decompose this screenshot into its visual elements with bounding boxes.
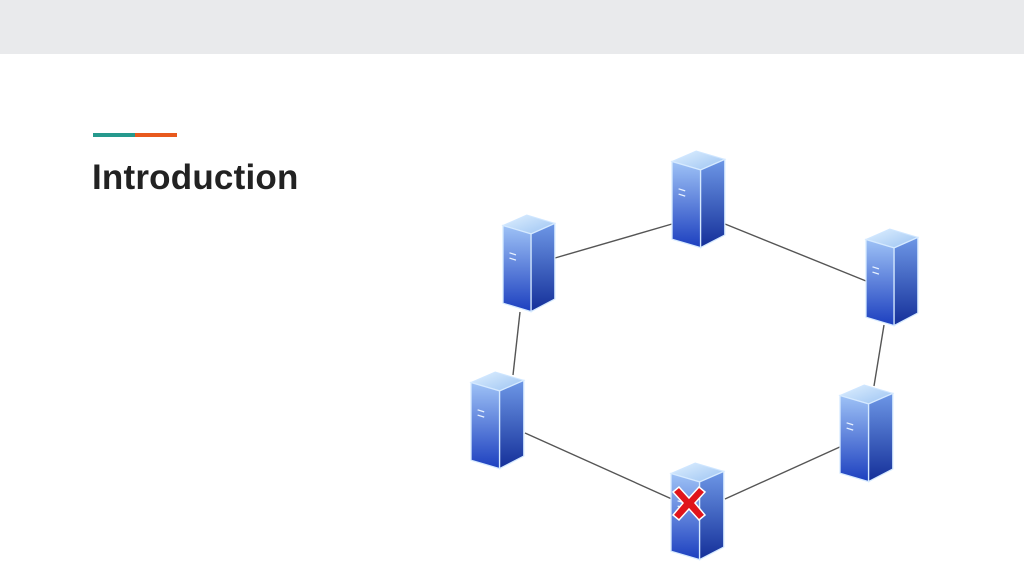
server-icon (470, 371, 525, 470)
link-upper-left-top (554, 223, 673, 259)
red-x-icon (671, 485, 707, 522)
server-icon (671, 150, 726, 249)
slide-title: Introduction (92, 158, 299, 197)
server-icon (502, 214, 556, 313)
link-lower-left-upper-left (512, 311, 521, 376)
link-bottom-lower-left (524, 432, 675, 501)
server-icon (865, 228, 919, 327)
link-upper-right-lower-right (873, 324, 885, 387)
network-links (512, 223, 885, 501)
link-top-upper-right (724, 223, 867, 282)
header-band (0, 0, 1024, 54)
accent-bar-orange (135, 133, 177, 137)
server-icon (839, 384, 894, 483)
accent-bar-teal (93, 133, 135, 137)
link-lower-right-bottom (724, 445, 843, 500)
